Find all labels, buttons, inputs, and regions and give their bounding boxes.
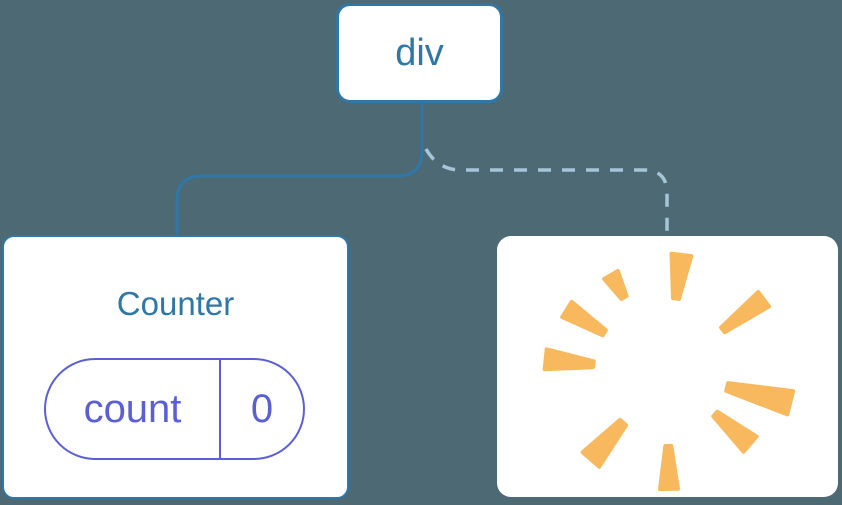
tree-node-div-label: div bbox=[395, 31, 444, 74]
poof-ray bbox=[719, 290, 772, 335]
poof-ray bbox=[658, 443, 680, 492]
poof-ray bbox=[542, 347, 596, 372]
poof-ray bbox=[711, 409, 759, 454]
poof-ray bbox=[580, 417, 629, 469]
removed-component-card bbox=[497, 236, 838, 497]
state-pill: count 0 bbox=[44, 358, 305, 460]
state-value-label: 0 bbox=[250, 386, 274, 431]
poof-ray bbox=[560, 299, 608, 338]
counter-component-card: Counter count 0 bbox=[2, 235, 349, 499]
poof-ray bbox=[669, 251, 694, 301]
tree-node-div: div bbox=[336, 3, 503, 103]
state-name-label: count bbox=[46, 360, 221, 458]
poof-ray bbox=[724, 381, 796, 417]
poof-ray bbox=[602, 269, 629, 301]
edge-dashed-line bbox=[424, 148, 669, 236]
edge-solid-line bbox=[175, 102, 424, 235]
component-title: Counter bbox=[116, 285, 235, 322]
poof-icon bbox=[542, 251, 796, 492]
